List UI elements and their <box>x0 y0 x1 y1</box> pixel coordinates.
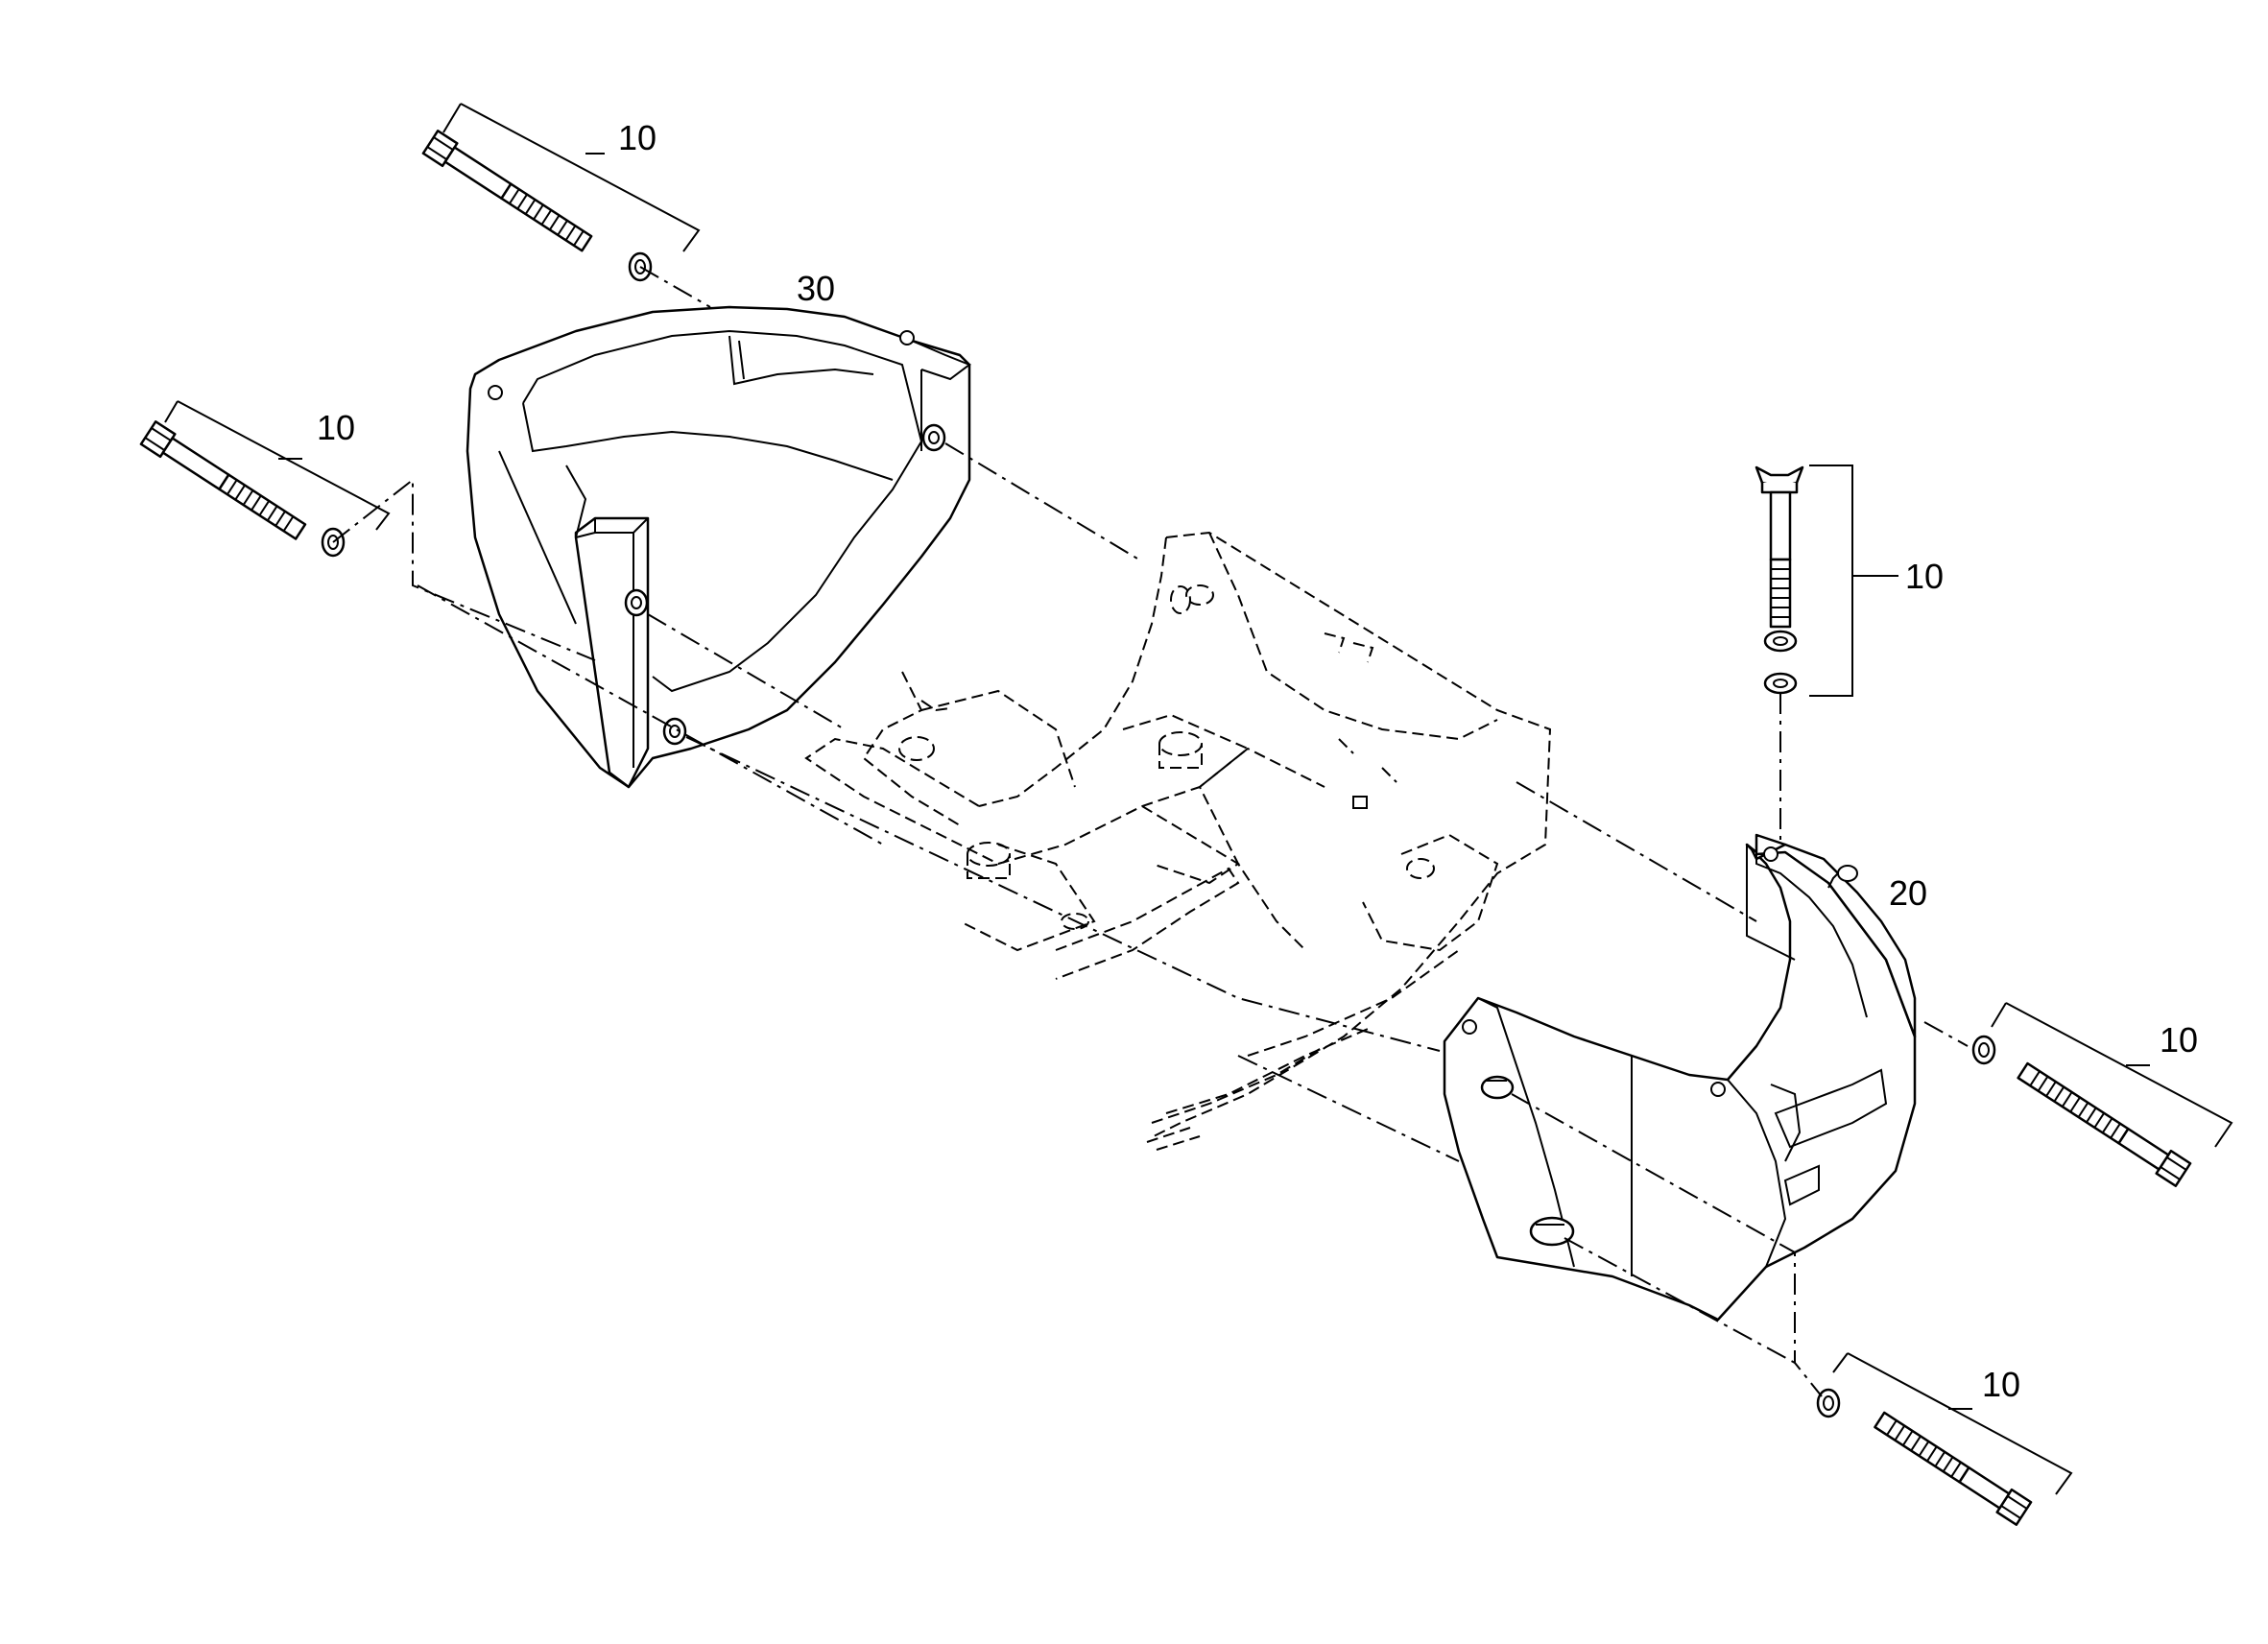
assembly-centerlines <box>332 266 1969 1397</box>
callout-bolt-set-mid-left: 10 <box>317 408 355 447</box>
frame-ghost-outline <box>804 531 1552 1151</box>
callout-bolt-set-top-left: 10 <box>618 118 657 157</box>
bolt-top-left <box>421 130 593 252</box>
callout-bolt-set-right: 10 <box>2160 1020 2198 1060</box>
bolt-vertical-right <box>1755 465 1804 629</box>
washer-vertical-right-upper <box>1763 630 1798 653</box>
washer-vertical-right-lower <box>1763 672 1798 695</box>
callout-brackets <box>164 103 2233 1495</box>
callout-bolt-set-bottom-right: 10 <box>1982 1365 2020 1404</box>
callout-cover-right: 20 <box>1889 873 1927 913</box>
bolt-mid-left <box>139 420 307 540</box>
right-cover-part <box>1443 833 1917 1322</box>
callout-bolt-set-vertical-right: 10 <box>1905 557 1944 596</box>
callout-cover-left: 30 <box>797 269 835 308</box>
left-cover-part <box>466 305 972 789</box>
washer-right <box>1971 1035 1996 1065</box>
bolt-right <box>2017 1061 2192 1187</box>
bolt-bottom-right <box>1874 1411 2033 1526</box>
washer-bottom-right <box>1816 1388 1841 1418</box>
